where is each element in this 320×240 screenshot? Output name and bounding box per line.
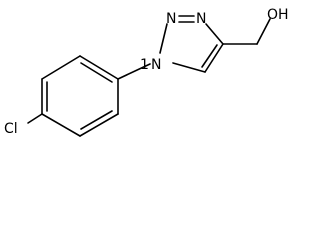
atom-labels: N N N 1 Cl OH — [4, 7, 289, 137]
atom-label-cl: Cl — [4, 121, 18, 137]
bond-ar1-ar2 — [79, 55, 119, 80]
chemical-structure: N N N 1 Cl OH — [4, 7, 289, 137]
atom-label-n1: N — [151, 57, 161, 73]
bond-ar-inner-1 — [80, 62, 113, 83]
bond-ar-cl — [27, 113, 43, 124]
bond-ar5-ar6 — [79, 113, 119, 137]
atom-label-n2: N — [166, 11, 176, 27]
bond-ar2-ar3 — [41, 55, 81, 80]
bond-n3-c4 — [205, 23, 224, 45]
bond-ar4-ar5 — [41, 113, 81, 137]
bond-c4-c5-double — [201, 44, 218, 68]
bond-c5-n1 — [172, 62, 206, 73]
bond-ch2-o — [256, 18, 271, 45]
bond-n1-aryl — [117, 63, 151, 80]
bond-lines — [27, 15, 271, 137]
atom-label-oh: OH — [267, 7, 289, 23]
bond-ar-inner-3 — [80, 110, 113, 130]
bond-n1-n2 — [159, 23, 168, 54]
atom-label-n1-index: 1 — [140, 57, 149, 73]
atom-label-n3: N — [196, 11, 206, 27]
bond-c4-c5 — [204, 43, 224, 73]
